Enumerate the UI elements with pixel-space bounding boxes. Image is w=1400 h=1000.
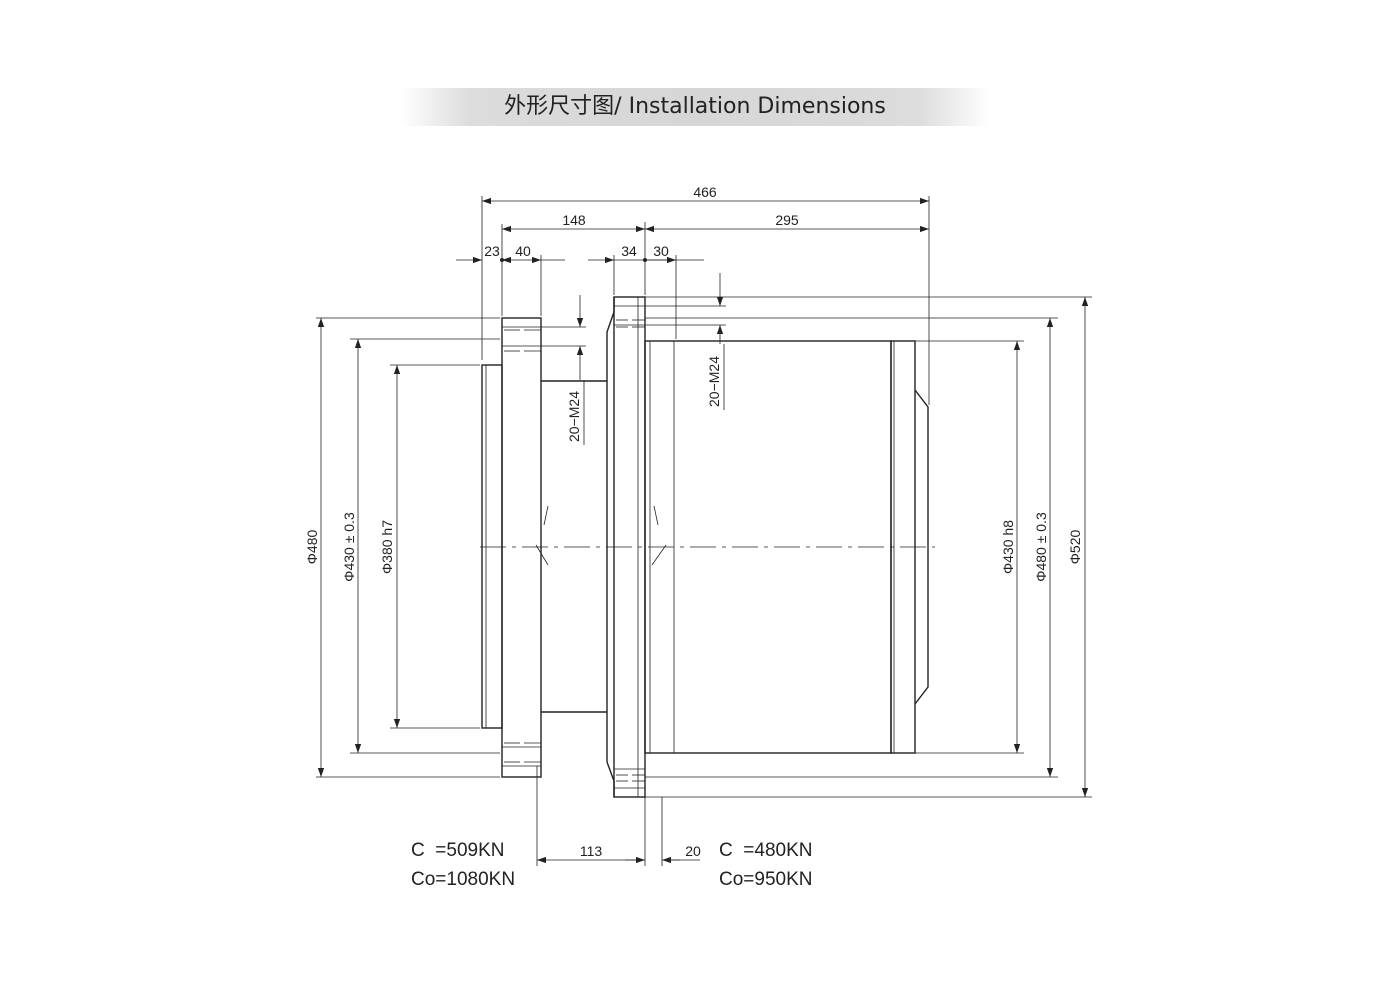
dim-148-label: 148 bbox=[562, 212, 586, 228]
dimension-466: 466 bbox=[482, 184, 929, 205]
thread-callout-right: 20−M24 bbox=[645, 273, 726, 410]
dim-20-label: 20 bbox=[685, 843, 701, 859]
page-title: 外形尺寸图/ Installation Dimensions bbox=[504, 94, 886, 119]
dimension-phi480-left: Φ480 bbox=[304, 318, 325, 777]
dim-466-label: 466 bbox=[693, 184, 717, 200]
dimension-phi480-right: Φ480 ± 0.3 bbox=[1033, 318, 1054, 777]
part-outline bbox=[480, 296, 935, 798]
extension-lines bbox=[316, 196, 1092, 866]
dia-380-label: Φ380 h7 bbox=[379, 520, 395, 574]
dia-520-label: Φ520 bbox=[1067, 530, 1083, 565]
dim-40-label: 40 bbox=[515, 243, 531, 259]
thread-callout-left: 20−M24 bbox=[541, 295, 586, 445]
load-ratings-right: C =480KN Co=950KN bbox=[719, 840, 812, 890]
dim-295-label: 295 bbox=[775, 212, 799, 228]
dimension-chain-top: 23 40 34 30 bbox=[456, 243, 704, 264]
dia-480-right-label: Φ480 ± 0.3 bbox=[1033, 512, 1049, 582]
dim-34-label: 34 bbox=[621, 243, 637, 259]
load-ratings-left: C =509KN Co=1080KN bbox=[411, 840, 515, 890]
rating-left-co: Co=1080KN bbox=[411, 869, 515, 890]
rating-right-co: Co=950KN bbox=[719, 869, 812, 890]
dia-430-right-label: Φ430 h8 bbox=[1000, 520, 1016, 574]
dimension-phi430-left: Φ430 ± 0.3 bbox=[341, 339, 362, 753]
dim-30-label: 30 bbox=[653, 243, 669, 259]
rating-left-c: C =509KN bbox=[411, 840, 504, 861]
dia-430-left-label: Φ430 ± 0.3 bbox=[341, 512, 357, 582]
dimension-295: 295 bbox=[645, 212, 929, 233]
dim-113-label: 113 bbox=[580, 843, 603, 859]
thread-right-label: 20−M24 bbox=[706, 356, 722, 407]
dimension-phi430-right: Φ430 h8 bbox=[1000, 341, 1021, 753]
rating-right-c: C =480KN bbox=[719, 840, 812, 861]
dimension-phi520: Φ520 bbox=[1067, 297, 1089, 797]
dia-480-left-label: Φ480 bbox=[304, 530, 320, 565]
title-band bbox=[400, 88, 990, 126]
dimension-148: 148 bbox=[502, 212, 645, 233]
dim-23-label: 23 bbox=[484, 243, 500, 259]
dimension-chain-bottom: 113 20 bbox=[537, 843, 701, 864]
thread-left-label: 20−M24 bbox=[566, 391, 582, 442]
dimension-phi380: Φ380 h7 bbox=[379, 365, 401, 728]
